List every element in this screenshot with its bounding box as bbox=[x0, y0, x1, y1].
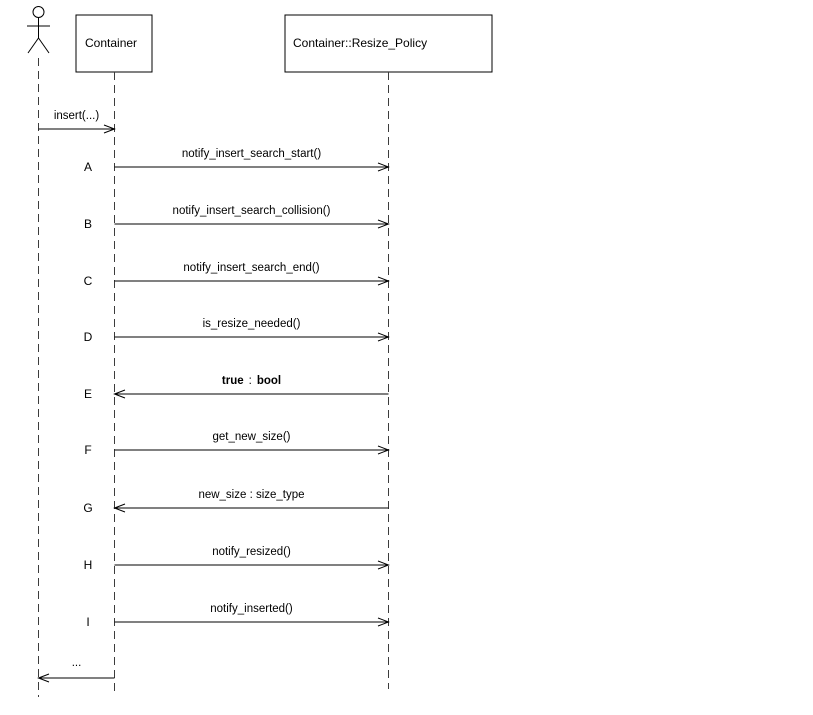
arrowhead-right-icon bbox=[377, 560, 390, 570]
actor-icon bbox=[27, 6, 50, 54]
message-id: I bbox=[86, 615, 89, 629]
arrowhead-right-icon bbox=[377, 445, 390, 455]
message-id: E bbox=[84, 387, 92, 401]
message-e: E true:bool bbox=[84, 375, 389, 401]
arrowhead-right-icon bbox=[377, 219, 390, 229]
arrowhead-right-icon bbox=[377, 276, 390, 286]
message-label: notify_resized() bbox=[212, 546, 291, 558]
actor-leg-left bbox=[27, 37, 39, 54]
message-i: I notify_inserted() bbox=[86, 603, 390, 629]
message-g: G new_size : size_type bbox=[83, 489, 389, 515]
arrowhead-right-icon bbox=[377, 332, 390, 342]
message-label: notify_insert_search_end() bbox=[183, 262, 319, 274]
message-c: C notify_insert_search_end() bbox=[84, 262, 390, 288]
message-insert: insert(...) bbox=[38, 110, 116, 134]
message-label: new_size : size_type bbox=[198, 489, 304, 501]
message-label: notify_insert_search_start() bbox=[182, 148, 322, 160]
actor-head bbox=[32, 6, 45, 18]
message-id: F bbox=[84, 443, 91, 457]
message-label: notify_inserted() bbox=[210, 603, 293, 615]
message-return-ellipsis: ... bbox=[37, 657, 115, 683]
message-id: G bbox=[83, 501, 92, 515]
resize-policy-label: Container::Resize_Policy bbox=[293, 36, 427, 50]
message-label: get_new_size() bbox=[213, 431, 291, 443]
actor-leg-right bbox=[38, 37, 50, 54]
container-box bbox=[75, 14, 153, 73]
message-b: B notify_insert_search_collision() bbox=[84, 205, 390, 231]
arrowhead-right-icon bbox=[377, 162, 390, 172]
arrowhead-left-icon bbox=[113, 389, 126, 399]
message-d: D is_resize_needed() bbox=[84, 318, 390, 344]
message-id: A bbox=[84, 160, 92, 174]
arrowhead-right-icon bbox=[103, 124, 116, 134]
message-label: insert(...) bbox=[54, 110, 100, 122]
message-a: A notify_insert_search_start() bbox=[84, 148, 390, 174]
message-id: B bbox=[84, 217, 92, 231]
message-label: is_resize_needed() bbox=[203, 318, 301, 330]
message-label: true:bool bbox=[222, 375, 281, 387]
message-label: notify_insert_search_collision() bbox=[173, 205, 331, 217]
resize-policy-box bbox=[284, 14, 493, 73]
arrowhead-left-icon bbox=[37, 673, 50, 683]
arrowhead-right-icon bbox=[377, 617, 390, 627]
message-id: H bbox=[84, 558, 93, 572]
message-id: C bbox=[84, 274, 93, 288]
message-h: H notify_resized() bbox=[84, 546, 390, 572]
message-id: D bbox=[84, 330, 93, 344]
container-label: Container bbox=[85, 36, 137, 50]
arrowhead-left-icon bbox=[113, 503, 126, 513]
message-f: F get_new_size() bbox=[84, 431, 390, 457]
message-label: ... bbox=[72, 657, 82, 669]
participant-container: Container bbox=[75, 14, 153, 73]
participant-resize-policy: Container::Resize_Policy bbox=[284, 14, 493, 73]
